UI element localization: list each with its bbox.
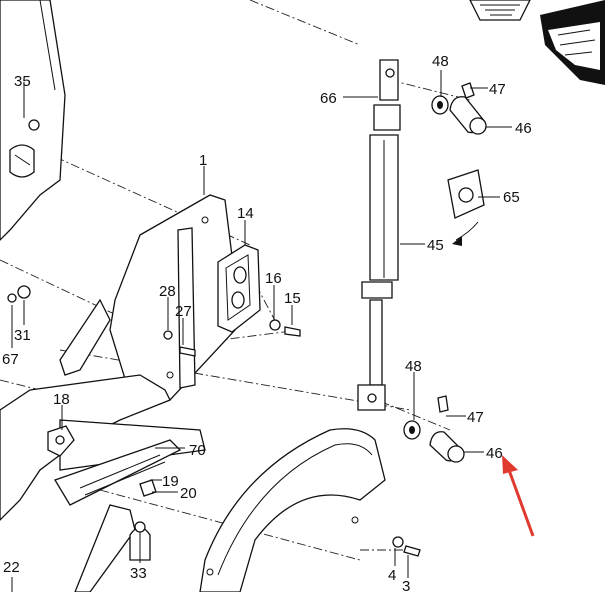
label-part-3: 3 bbox=[402, 578, 410, 592]
machine-fragment-top-right bbox=[469, 0, 605, 85]
label-part-1: 1 bbox=[199, 152, 207, 169]
label-part-70: 70 bbox=[189, 442, 206, 459]
label-part-47-bottom: 47 bbox=[467, 409, 484, 426]
part-45-cylinder bbox=[357, 59, 401, 411]
part-18-bracket bbox=[47, 425, 75, 457]
label-part-15: 15 bbox=[284, 290, 301, 307]
leader-lines bbox=[11, 70, 512, 592]
label-part-28: 28 bbox=[159, 283, 176, 300]
label-part-16: 16 bbox=[265, 270, 282, 287]
label-part-46-top: 46 bbox=[515, 120, 532, 137]
label-part-48-bottom: 48 bbox=[405, 358, 422, 375]
part-labels: 1 14 16 15 28 27 35 31 67 18 70 19 20 33… bbox=[2, 53, 532, 592]
label-part-48-top: 48 bbox=[432, 53, 449, 70]
label-part-4: 4 bbox=[388, 567, 396, 584]
label-part-66: 66 bbox=[320, 90, 337, 107]
lower-arm-assembly bbox=[0, 298, 206, 592]
label-part-31: 31 bbox=[14, 327, 31, 344]
part-1-mounting-plate bbox=[109, 194, 241, 401]
part-65-detail bbox=[447, 169, 485, 246]
label-part-47-top: 47 bbox=[489, 81, 506, 98]
label-part-67: 67 bbox=[2, 351, 19, 368]
label-part-35: 35 bbox=[14, 73, 31, 90]
label-part-14: 14 bbox=[237, 205, 254, 222]
label-part-65: 65 bbox=[503, 189, 520, 206]
red-pointer-arrow bbox=[502, 455, 535, 537]
upper-pin-set bbox=[431, 82, 487, 135]
label-part-33: 33 bbox=[130, 565, 147, 582]
label-part-22: 22 bbox=[3, 559, 20, 576]
curved-guard bbox=[199, 428, 386, 592]
label-part-20: 20 bbox=[180, 485, 197, 502]
label-part-19: 19 bbox=[162, 473, 179, 490]
label-part-46-bottom: 46 bbox=[486, 445, 503, 462]
lower-pin-set bbox=[403, 395, 465, 463]
label-part-45: 45 bbox=[427, 237, 444, 254]
label-part-18: 18 bbox=[53, 391, 70, 408]
part-14-slotted-plate bbox=[217, 244, 261, 333]
label-part-27: 27 bbox=[175, 303, 192, 320]
